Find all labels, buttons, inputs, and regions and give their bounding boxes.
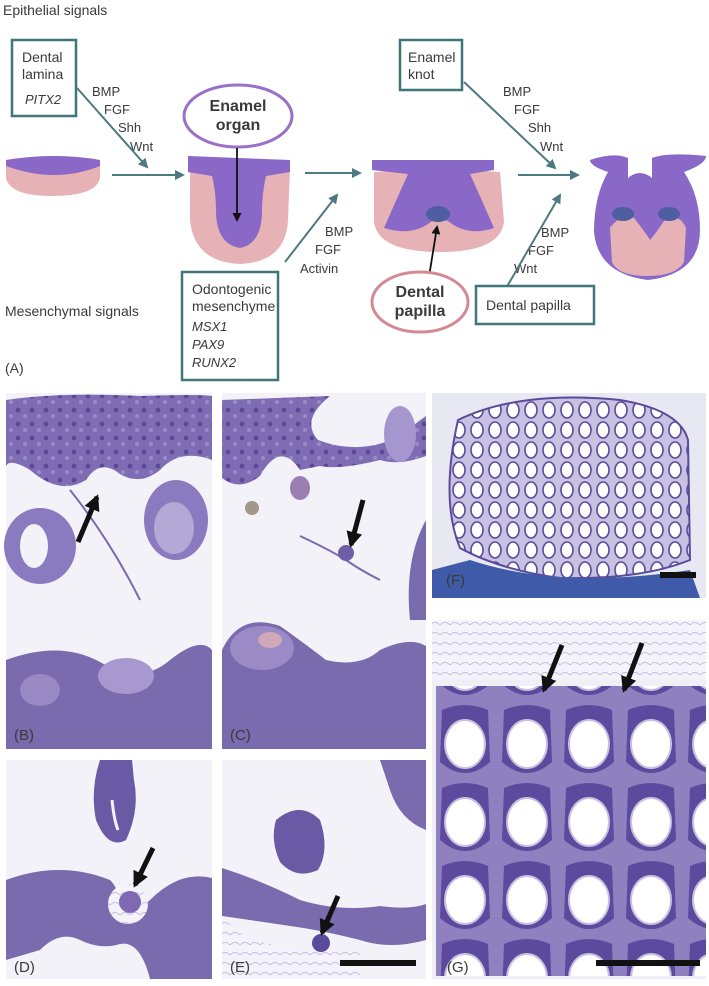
panel-label-g: (G) bbox=[447, 959, 469, 976]
panel-g-scale-bar bbox=[596, 960, 700, 966]
signal-1-shh: Shh bbox=[118, 120, 141, 135]
signal-3-fgf: FGF bbox=[514, 102, 540, 117]
signal-arrow-2 bbox=[284, 193, 339, 263]
panel-f-micrograph: (F) bbox=[432, 393, 706, 598]
signal-1-bmp: BMP bbox=[92, 84, 120, 99]
dental-papilla-box: Dental papilla bbox=[474, 284, 596, 326]
signal-2-fgf: FGF bbox=[315, 242, 341, 257]
panel-label-e: (E) bbox=[230, 959, 250, 976]
panel-b-micrograph: (B) bbox=[4, 393, 212, 749]
signal-2-bmp: BMP bbox=[325, 224, 353, 239]
signals-2-list: BMP FGF Activin bbox=[300, 224, 353, 276]
signal-arrow-1 bbox=[76, 87, 149, 169]
signal-3-wnt: Wnt bbox=[540, 139, 564, 154]
signal-4-fgf: FGF bbox=[528, 243, 554, 258]
panel-g-arrow-left bbox=[541, 644, 565, 693]
panel-label-a: (A) bbox=[5, 360, 24, 376]
gene-runx2: RUNX2 bbox=[192, 355, 237, 370]
stage-cap-illustration bbox=[372, 160, 504, 252]
signals-3-list: BMP FGF Shh Wnt bbox=[503, 84, 564, 154]
stage-bell-illustration bbox=[590, 154, 706, 280]
panel-e-arrow bbox=[319, 895, 341, 936]
panel-g-arrow-right bbox=[621, 642, 645, 693]
panel-a-schematic: Epithelial signals Mesenchymal signals D… bbox=[3, 2, 706, 382]
panel-d-micrograph: (D) bbox=[6, 760, 212, 979]
panel-label-c: (C) bbox=[230, 727, 251, 744]
dental-papilla-box-title: Dental papilla bbox=[486, 297, 571, 313]
stage-bud-illustration bbox=[188, 156, 290, 264]
panel-d-arrow bbox=[132, 846, 156, 888]
signal-arrow-4 bbox=[504, 193, 562, 291]
mesenchymal-signals-label: Mesenchymal signals bbox=[5, 303, 139, 319]
panel-b-arrow bbox=[75, 494, 100, 543]
panel-c-micrograph: (C) bbox=[222, 393, 426, 749]
panel-e-micrograph: (E) bbox=[222, 760, 426, 979]
panel-f-scale-bar bbox=[660, 572, 696, 578]
panel-g-micrograph: (G) bbox=[432, 620, 706, 979]
panel-label-b: (B) bbox=[14, 727, 34, 744]
signal-4-bmp: BMP bbox=[541, 225, 569, 240]
dental-lamina-gene: PITX2 bbox=[25, 92, 62, 107]
signal-1-wnt: Wnt bbox=[130, 139, 154, 154]
gene-msx1: MSX1 bbox=[192, 319, 227, 334]
gene-pax9: PAX9 bbox=[192, 337, 224, 352]
signal-arrow-3 bbox=[463, 81, 557, 170]
signal-1-fgf: FGF bbox=[104, 102, 130, 117]
panel-label-d: (D) bbox=[14, 959, 35, 976]
signal-3-bmp: BMP bbox=[503, 84, 531, 99]
signals-4-list: BMP FGF Wnt bbox=[514, 225, 569, 276]
panel-label-f: (F) bbox=[446, 572, 465, 589]
signal-3-shh: Shh bbox=[528, 120, 551, 135]
signals-1-list: BMP FGF Shh Wnt bbox=[92, 84, 154, 154]
signal-2-activin: Activin bbox=[300, 261, 338, 276]
epithelial-signals-label: Epithelial signals bbox=[3, 2, 107, 18]
stage-lamina-illustration bbox=[6, 156, 100, 196]
panel-c-arrow bbox=[346, 499, 366, 548]
panel-e-scale-bar bbox=[340, 960, 416, 966]
